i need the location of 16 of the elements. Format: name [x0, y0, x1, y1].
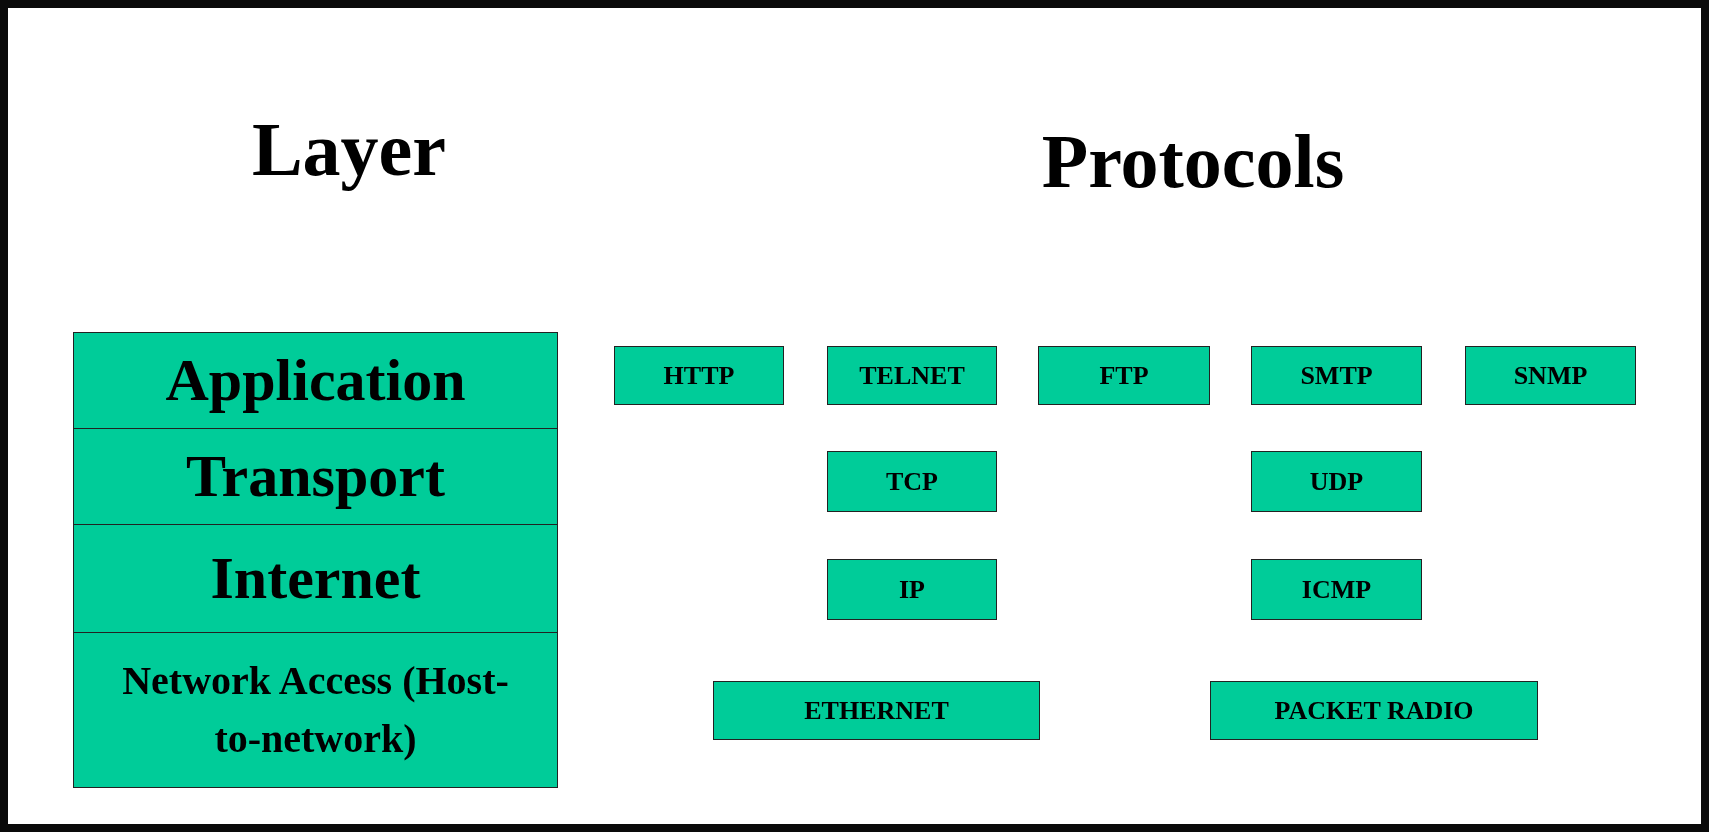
column-heading: Protocols — [1041, 123, 1345, 199]
layer-box: Network Access (Host-to-network) — [73, 632, 558, 788]
protocol-box: PACKET RADIO — [1210, 681, 1538, 740]
layer-box: Transport — [73, 428, 558, 525]
protocol-box: ICMP — [1251, 559, 1422, 620]
layer-box: Internet — [73, 524, 558, 633]
protocol-box: SNMP — [1465, 346, 1636, 405]
protocol-box: IP — [827, 559, 997, 620]
protocol-box: TELNET — [827, 346, 997, 405]
layer-box: Application — [73, 332, 558, 429]
protocol-box: SMTP — [1251, 346, 1422, 405]
protocol-box: UDP — [1251, 451, 1422, 512]
protocol-box: FTP — [1038, 346, 1210, 405]
protocol-box: TCP — [827, 451, 997, 512]
protocol-box: HTTP — [614, 346, 784, 405]
protocol-box: ETHERNET — [713, 681, 1040, 740]
